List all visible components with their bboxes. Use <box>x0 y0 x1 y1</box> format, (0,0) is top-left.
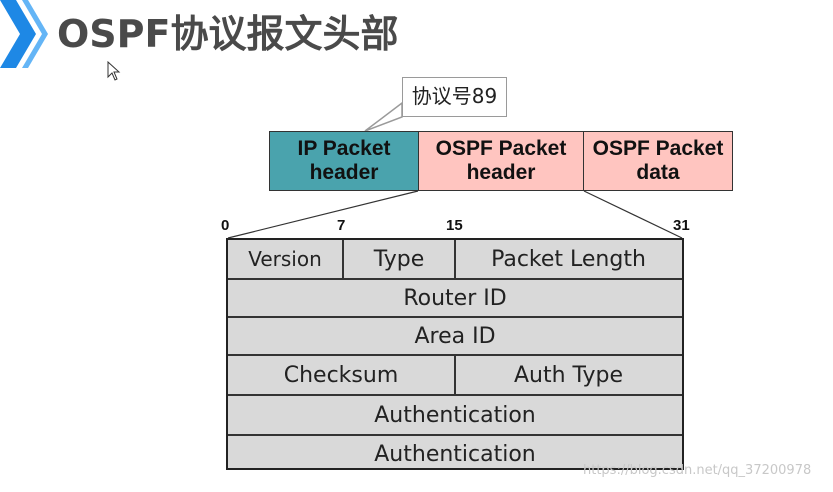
field-area-id: Area ID <box>414 323 496 349</box>
bit-label-7: 7 <box>337 217 346 234</box>
field-auth-type: Auth Type <box>513 362 624 388</box>
protocol-number-callout: 协议号89 <box>402 77 507 117</box>
field-authentication-1: Authentication <box>374 402 536 428</box>
row-divider <box>228 278 682 280</box>
column-divider <box>342 240 344 278</box>
mouse-cursor-icon <box>107 61 121 81</box>
ip-packet-header-box: IP Packet header <box>269 131 419 191</box>
column-divider <box>454 354 456 394</box>
field-checksum: Checksum <box>283 362 399 388</box>
slide-accent-icon <box>0 0 48 68</box>
bit-label-15: 15 <box>446 217 463 234</box>
slide-title: OSPF协议报文头部 <box>57 12 399 56</box>
row-divider <box>228 316 682 318</box>
field-packet-length: Packet Length <box>491 246 646 272</box>
field-router-id: Router ID <box>403 285 507 311</box>
bit-label-0: 0 <box>221 217 230 234</box>
ospf-packet-header-box: OSPF Packet header <box>418 131 584 191</box>
column-divider <box>454 240 456 278</box>
field-version: Version <box>248 247 322 271</box>
ospf-header-field-table: Version Type Packet Length Router ID Are… <box>226 238 684 470</box>
ospf-packet-data-box: OSPF Packet data <box>583 131 733 191</box>
field-authentication-2: Authentication <box>374 441 536 467</box>
bit-label-31: 31 <box>673 217 690 234</box>
watermark-text: https://blog.csdn.net/qq_37200978 <box>583 463 812 478</box>
row-divider <box>228 434 682 436</box>
field-type: Type <box>373 246 425 272</box>
row-divider <box>228 394 682 396</box>
